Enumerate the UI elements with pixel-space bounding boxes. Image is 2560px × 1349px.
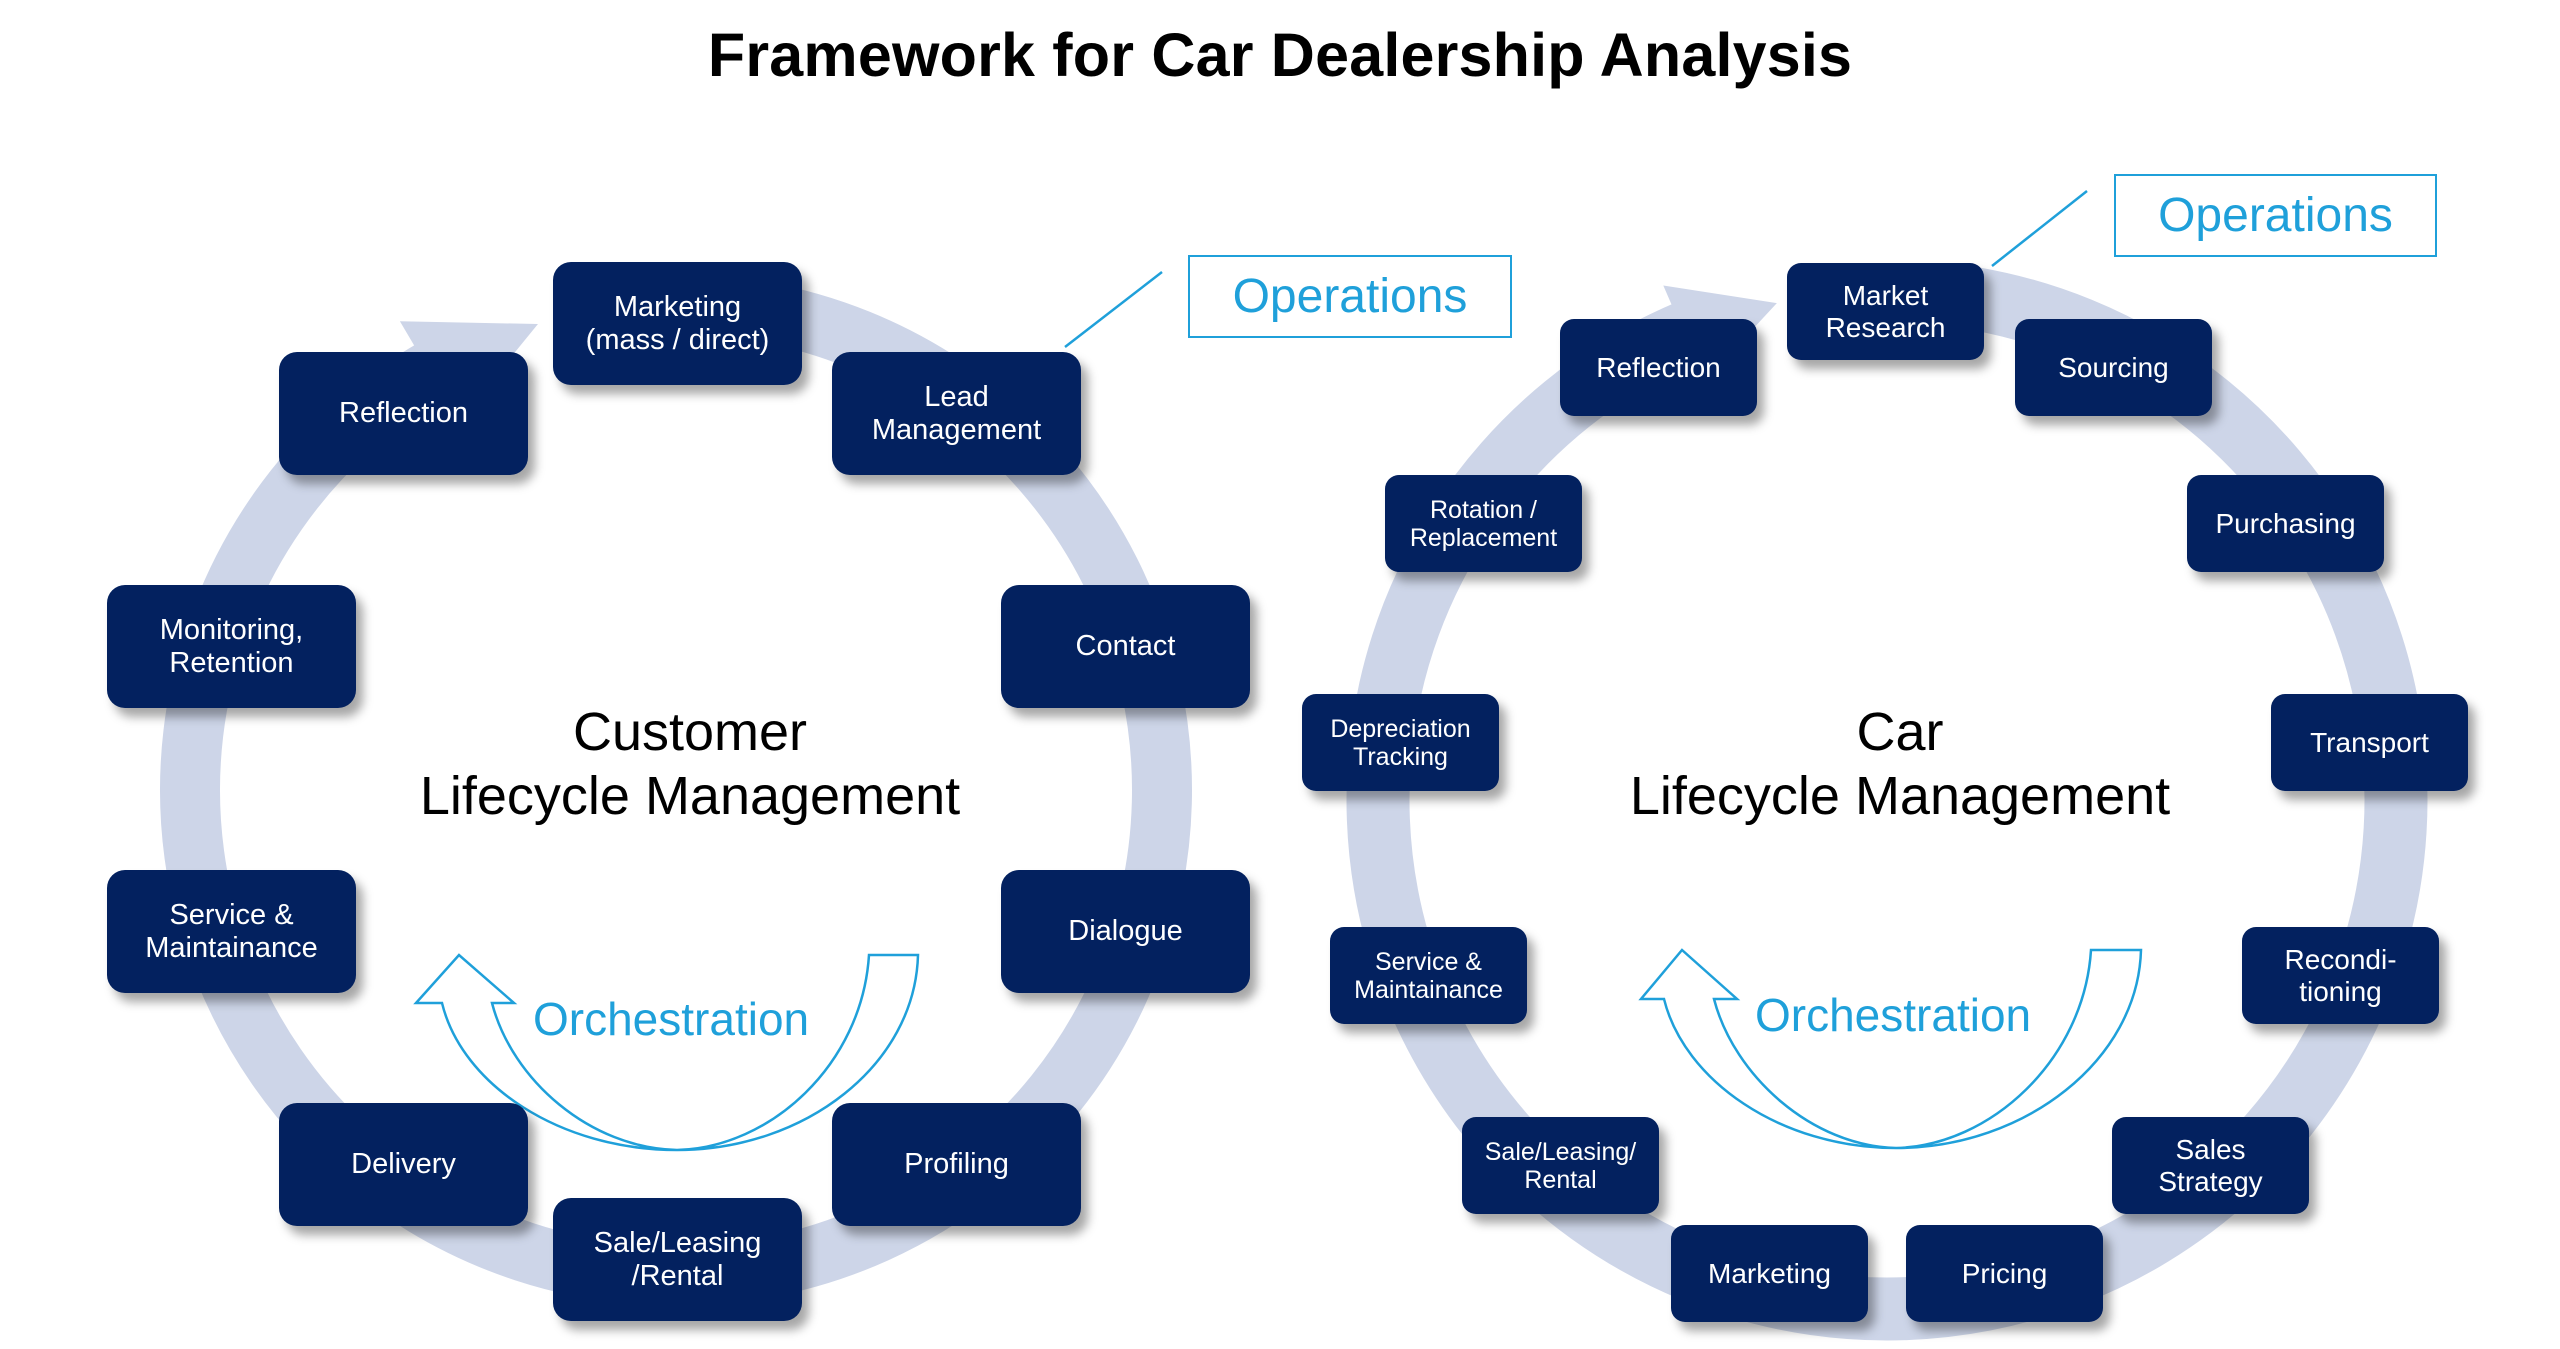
page-title: Framework for Car Dealership Analysis: [707, 21, 1853, 89]
customer-step-profiling[interactable]: Profiling: [832, 1103, 1081, 1226]
car-step-depreciation-tracking[interactable]: Depreciation Tracking: [1302, 694, 1499, 791]
customer-operations-callout: Operations: [1188, 255, 1512, 338]
car-step-sales-strategy[interactable]: Sales Strategy: [2112, 1117, 2309, 1214]
car-step-reconditioning[interactable]: Recondi- tioning: [2242, 927, 2439, 1024]
car-step-marketing[interactable]: Marketing: [1671, 1225, 1868, 1322]
car-step-rotation-replacement[interactable]: Rotation / Replacement: [1385, 475, 1582, 572]
customer-orchestration-arrow: [413, 953, 920, 1152]
customer-step-reflection[interactable]: Reflection: [279, 352, 528, 475]
car-lifecycle-label: Car Lifecycle Management: [1629, 702, 2171, 826]
car-step-sale-leasing-rental[interactable]: Sale/Leasing/ Rental: [1462, 1117, 1659, 1214]
car-step-reflection[interactable]: Reflection: [1560, 319, 1757, 416]
customer-lifecycle-label: Customer Lifecycle Management: [419, 702, 961, 826]
customer-operations-leader-line: [1064, 271, 1163, 348]
car-orchestration-arrow: [1638, 948, 2143, 1150]
car-step-sourcing[interactable]: Sourcing: [2015, 319, 2212, 416]
customer-step-contact[interactable]: Contact: [1001, 585, 1250, 708]
customer-step-monitoring-retention[interactable]: Monitoring, Retention: [107, 585, 356, 708]
car-orchestration-label: Orchestration: [1755, 989, 2032, 1041]
car-operations-leader-line: [1991, 190, 2088, 267]
customer-step-service-maintenance[interactable]: Service & Maintainance: [107, 870, 356, 993]
customer-step-dialogue[interactable]: Dialogue: [1001, 870, 1250, 993]
customer-orchestration-label: Orchestration: [533, 993, 810, 1045]
car-step-transport[interactable]: Transport: [2271, 694, 2468, 791]
car-operations-callout: Operations: [2114, 174, 2437, 257]
customer-step-marketing[interactable]: Marketing (mass / direct): [553, 262, 802, 385]
car-step-pricing[interactable]: Pricing: [1906, 1225, 2103, 1322]
customer-step-delivery[interactable]: Delivery: [279, 1103, 528, 1226]
customer-step-sale-leasing-rental[interactable]: Sale/Leasing /Rental: [553, 1198, 802, 1321]
car-step-purchasing[interactable]: Purchasing: [2187, 475, 2384, 572]
customer-step-lead-management[interactable]: Lead Management: [832, 352, 1081, 475]
car-step-service-maintenance[interactable]: Service & Maintainance: [1330, 927, 1527, 1024]
car-step-market-research[interactable]: Market Research: [1787, 263, 1984, 360]
